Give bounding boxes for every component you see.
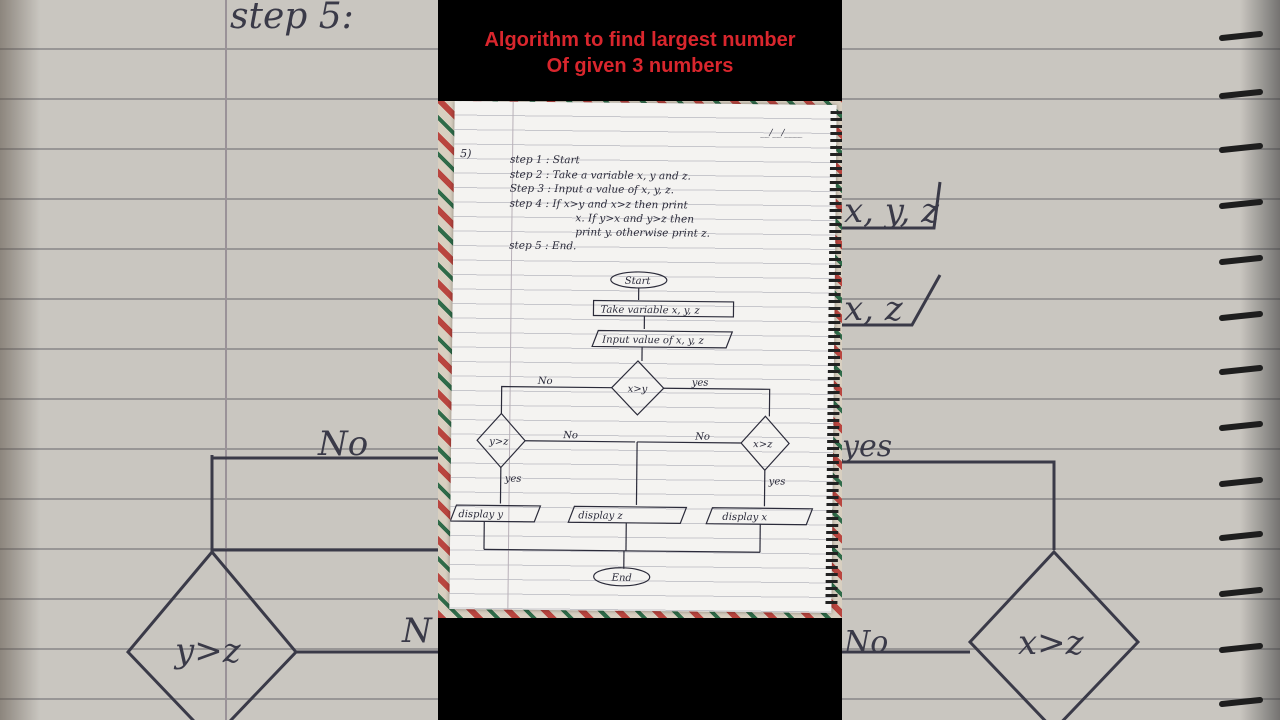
right-background-sketch: x, y, z x, z yes x>z No: [842, 31, 1263, 720]
display-y-box: [449, 504, 542, 523]
right-no-label: No: [694, 432, 710, 443]
flowchart: Start Take variable x, y, z Input value …: [449, 271, 814, 587]
main-no-path: [500, 385, 612, 414]
display-x-label: display x: [722, 512, 767, 523]
right-yes-label: yes: [768, 476, 786, 487]
left-background: step 5: No y>z N: [0, 0, 438, 720]
bg-right-xyz-2-text: x, z: [844, 289, 904, 329]
main-decision-diamond: [610, 360, 665, 416]
main-yes-label: yes: [691, 378, 709, 389]
end-label: End: [611, 573, 632, 584]
start-terminal: [610, 271, 668, 289]
display-x-box: [705, 507, 814, 526]
bg-left-decision-text: y>z: [173, 631, 242, 671]
title-line-2: Of given 3 numbers: [546, 55, 734, 77]
main-decision-label: x>y: [628, 384, 648, 395]
merge-line: [483, 548, 760, 553]
notebook-page: 5) __/__/____ step 1 : Start step 2 : Ta…: [449, 101, 842, 613]
left-yes-label: yes: [504, 474, 522, 485]
main-no-label: No: [537, 376, 553, 387]
start-label: Start: [625, 276, 652, 287]
left-decision-label: y>z: [488, 436, 509, 447]
left-no-label: No: [562, 430, 578, 441]
display-y-label: display y: [458, 509, 503, 520]
center-down-path: [635, 441, 638, 505]
display-z-label: display z: [578, 510, 623, 521]
right-no-path: [637, 441, 742, 444]
title-line-1: Algorithm to find largest number: [484, 29, 796, 51]
right-decision-label: x>z: [753, 439, 773, 450]
bg-spiral-binding: [1219, 31, 1263, 707]
left-no-path: [525, 440, 636, 443]
right-background: x, y, z x, z yes x>z No: [842, 0, 1280, 720]
bg-right-xyz-1-text: x, y, z: [844, 191, 940, 231]
bg-left-step-text: step 5:: [230, 0, 354, 37]
input-parallelogram: [591, 329, 734, 349]
main-yes-path: [663, 387, 771, 417]
bg-right-yes-text: yes: [842, 429, 892, 464]
end-terminal: [593, 567, 651, 587]
take-variable-label: Take variable x, y, z: [600, 305, 700, 317]
input-value-label: Input value of x, y, z: [601, 335, 704, 347]
bg-left-n-text: N: [401, 611, 433, 651]
take-variable-box: [592, 299, 735, 318]
notebook-photo: 5) __/__/____ step 1 : Start step 2 : Ta…: [438, 101, 842, 618]
bg-right-decision-text: x>z: [1018, 623, 1085, 663]
display-z-box: [567, 505, 688, 525]
bg-right-no-text: No: [843, 625, 888, 660]
left-background-sketch: step 5: No y>z N: [125, 0, 438, 720]
video-center-column: Algorithm to find largest number Of give…: [438, 0, 842, 720]
